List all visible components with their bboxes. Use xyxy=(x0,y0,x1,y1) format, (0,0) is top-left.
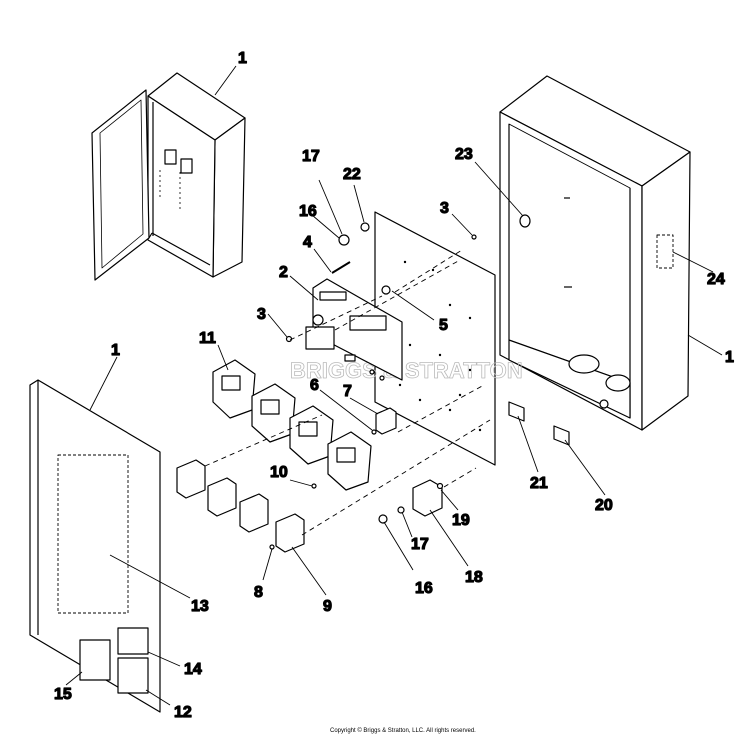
callout-11: 11 xyxy=(199,330,216,347)
circuit-breakers xyxy=(212,359,372,491)
callout-16: 16 xyxy=(299,203,317,220)
leader-lines xyxy=(65,65,723,706)
callout-8: 8 xyxy=(254,584,263,601)
callout-24: 24 xyxy=(707,271,725,288)
callout-17: 17 xyxy=(411,536,429,553)
callout-1: 1 xyxy=(725,349,734,366)
callout-16: 16 xyxy=(415,580,433,597)
enclosure-open-door xyxy=(91,72,246,281)
callout-3: 3 xyxy=(440,200,449,217)
callout-19: 19 xyxy=(452,512,470,529)
callouts: 1 1 1 2 3 3 4 5 6 7 8 9 10 11 12 13 14 1… xyxy=(53,49,734,721)
callout-14: 14 xyxy=(184,661,202,678)
copyright-text: Copyright © Briggs & Stratton, LLC. All … xyxy=(330,728,476,734)
callout-4: 4 xyxy=(303,234,312,251)
ground-bracket xyxy=(412,479,443,517)
callout-5: 5 xyxy=(439,317,448,334)
callout-9: 9 xyxy=(323,598,332,615)
callout-18: 18 xyxy=(465,569,483,586)
callout-22: 22 xyxy=(343,166,361,183)
assembly-lines xyxy=(204,249,491,536)
callout-20: 20 xyxy=(595,497,613,514)
terminal-blocks xyxy=(176,459,305,553)
control-board xyxy=(305,278,403,381)
callout-17: 17 xyxy=(302,148,320,165)
breaker xyxy=(289,405,334,465)
callout-10: 10 xyxy=(270,464,288,481)
callout-7: 7 xyxy=(343,383,352,400)
callout-15: 15 xyxy=(54,686,72,703)
enclosure-box xyxy=(499,75,691,431)
hardware xyxy=(269,222,477,550)
front-cover xyxy=(29,379,161,713)
labels-decals xyxy=(508,401,570,446)
callout-21: 21 xyxy=(530,475,548,492)
callout-23: 23 xyxy=(455,146,473,163)
callout-6: 6 xyxy=(310,377,319,394)
breaker xyxy=(212,359,256,419)
callout-2: 2 xyxy=(279,264,288,281)
callout-1: 1 xyxy=(111,342,120,359)
callout-3: 3 xyxy=(257,306,266,323)
breaker xyxy=(327,431,372,491)
small-terminal xyxy=(375,407,397,435)
watermark-text: BRIGGS & STRATTON xyxy=(290,358,523,383)
copyright-notice: Copyright © Briggs & Stratton, LLC. All … xyxy=(0,728,750,740)
callout-1: 1 xyxy=(238,50,247,67)
breaker xyxy=(251,383,296,443)
callout-13: 13 xyxy=(191,598,209,615)
callout-12: 12 xyxy=(174,704,192,721)
